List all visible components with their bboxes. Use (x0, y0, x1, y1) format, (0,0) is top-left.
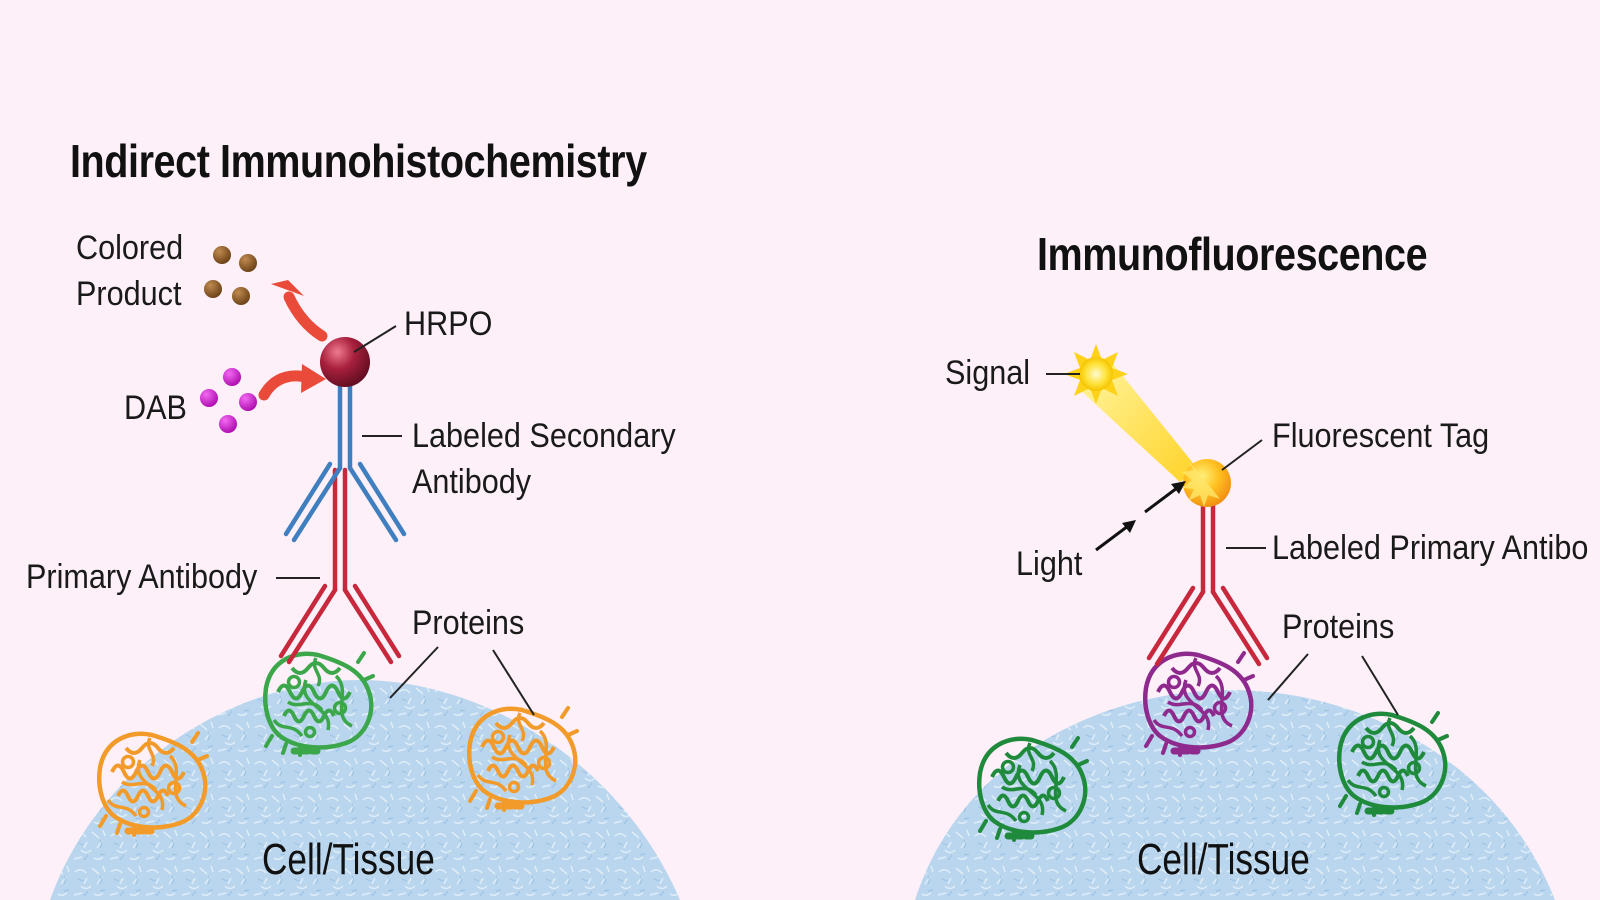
ihc-cell-tissue-label: Cell/Tissue (262, 835, 435, 884)
dab-molecules (200, 368, 257, 433)
colored-product-label-line2: Product (76, 275, 182, 313)
primary-antibody-label: Primary Antibody (26, 558, 258, 596)
dab-label: DAB (124, 389, 187, 427)
hrpo-enzyme (320, 337, 370, 387)
secondary-antibody-label-line2: Antibody (412, 463, 532, 501)
light-arrows (1095, 481, 1186, 552)
hrpo-label: HRPO (404, 305, 493, 343)
signal-star (1064, 344, 1128, 404)
fluorescent-tag-label: Fluorescent Tag (1272, 417, 1490, 455)
if-leader-lines (1046, 373, 1399, 716)
tag-glow (1182, 458, 1220, 507)
colored-product-molecules (204, 246, 257, 305)
ihc-panel (50, 246, 680, 900)
secondary-antibody-label-line1: Labeled Secondary (412, 417, 676, 455)
labeled-primary-antibody-label: Labeled Primary Antibo (1272, 529, 1589, 567)
ihc-leader-lines (276, 325, 535, 716)
light-label: Light (1016, 545, 1083, 583)
if-cell-tissue-label: Cell/Tissue (1137, 835, 1310, 884)
ihc-proteins-label: Proteins (412, 604, 525, 642)
if-title: Immunofluorescence (1037, 228, 1428, 280)
signal-label: Signal (945, 354, 1031, 392)
if-panel (915, 344, 1555, 900)
if-proteins-label: Proteins (1282, 608, 1395, 646)
colored-product-label-line1: Colored (76, 229, 184, 267)
reaction-arrows (258, 280, 328, 401)
ihc-title: Indirect Immunohistochemistry (70, 135, 647, 187)
